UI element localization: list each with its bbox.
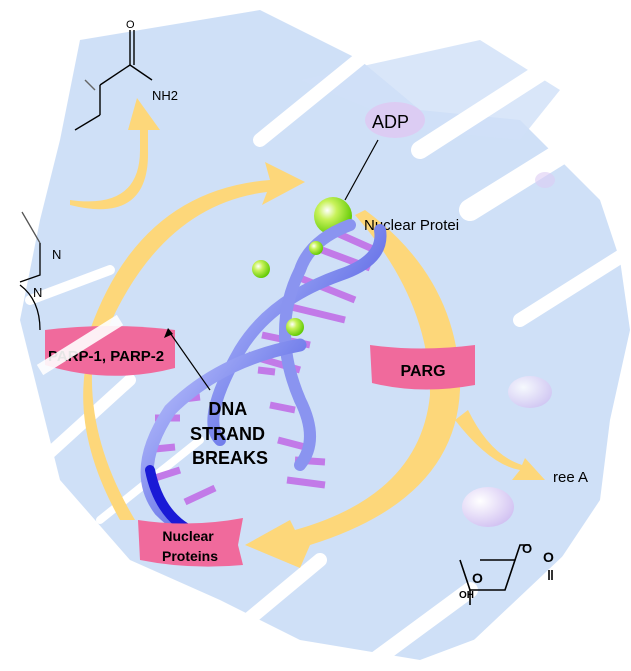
parg-label: PARG <box>400 363 445 380</box>
parp-banner-streak <box>36 314 124 376</box>
nitrogen-label-1: N <box>52 247 61 262</box>
dna-sphere-3 <box>286 318 304 336</box>
hydroxyl-label: OH <box>459 590 474 601</box>
side-oxygen-label: O <box>522 541 532 556</box>
arrow-to-free-adp <box>455 410 545 480</box>
pyrimidine-structure <box>19 211 41 331</box>
nh2-label: NH2 <box>152 88 178 103</box>
pointer-arrowhead <box>164 328 173 338</box>
arrow-to-nicotinamide <box>70 98 160 210</box>
nitrogen-label-2: N <box>33 285 42 300</box>
arrow-to-parp <box>75 338 135 520</box>
adp-blob <box>365 102 425 138</box>
dna-break-pointer <box>167 329 211 391</box>
arrow-to-nuclear-protein <box>90 162 305 335</box>
adp-label: ADP <box>372 112 409 132</box>
nuclear-proteins-banner-label: Nuclear Proteins <box>162 528 218 564</box>
dna-sphere-2 <box>252 260 270 278</box>
small-purple-blob <box>535 172 555 188</box>
cycle-arrows <box>70 98 545 568</box>
dna-sphere-1 <box>309 241 323 255</box>
purple-blob-2 <box>462 487 514 527</box>
oxygen-label: O <box>126 19 135 31</box>
free-adp-ribose-label: ree A <box>553 469 588 486</box>
purple-blob-1 <box>508 376 552 408</box>
dna-helix <box>140 219 387 542</box>
dna-strand-breaks-label: DNA STRAND BREAKS <box>190 399 270 468</box>
parg-banner <box>370 345 475 390</box>
nicotinamide-structure <box>74 30 153 131</box>
nuclear-proteins-banner <box>138 518 243 567</box>
oxygen-top-label: O <box>543 549 554 565</box>
nuclear-protein-label: Nuclear Protei <box>364 217 459 234</box>
ring-oxygen-label: O <box>472 570 483 586</box>
base-pairs <box>144 226 377 506</box>
adp-link-line <box>344 139 379 201</box>
white-brush-streaks <box>14 3 631 671</box>
parp-banner <box>45 326 175 376</box>
arrow-parg-cycle <box>245 210 460 568</box>
ribose-structure <box>459 544 553 605</box>
